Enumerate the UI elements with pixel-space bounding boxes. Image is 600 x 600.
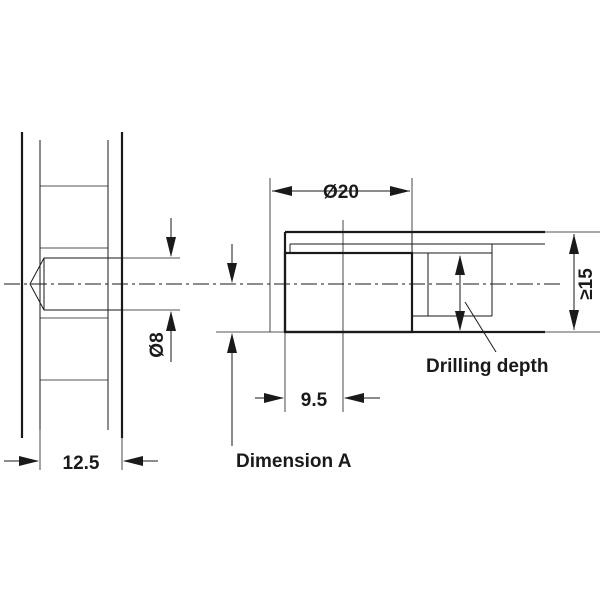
- drilling-depth-dimension: Drilling depth: [426, 255, 548, 377]
- left-panel: [20, 132, 124, 438]
- diameter-20-dimension: Ø20: [269, 178, 413, 332]
- dim-12-5-label: 12.5: [63, 453, 100, 474]
- dimension-a-label: Dimension A: [236, 451, 352, 472]
- dim-9-5-dimension: 9.5: [255, 220, 380, 412]
- connector-housing: [283, 230, 545, 334]
- diameter-20-label: Ø20: [323, 182, 359, 203]
- dim-9-5-label: 9.5: [301, 390, 328, 411]
- diameter-8-label: Ø8: [147, 332, 168, 357]
- min-15-label: ≥15: [576, 268, 597, 300]
- dimension-a-dimension: Dimension A: [216, 244, 352, 472]
- dim-12-5-dimension: 12.5: [4, 430, 158, 474]
- min-15-dimension: ≥15: [545, 231, 600, 333]
- drilling-depth-label: Drilling depth: [426, 356, 548, 377]
- diameter-8-dimension: Ø8: [122, 218, 180, 362]
